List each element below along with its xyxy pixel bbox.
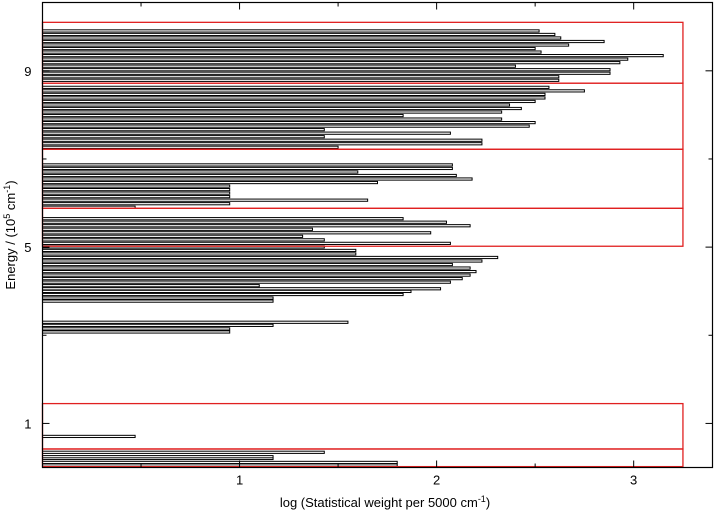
bar-5 [42,434,136,439]
bar-63 [42,92,546,97]
bar-21 [42,262,453,267]
bar-61 [42,99,536,104]
bar-62 [42,96,546,100]
bar-0 [42,463,398,467]
bar-47 [42,163,453,167]
bar-18 [42,273,471,277]
bar-53 [42,128,325,132]
x-tick-label-0: 1 [236,473,243,488]
bar-25 [42,248,357,253]
bar-55 [42,121,536,125]
bar-40 [42,188,231,192]
bar-41 [42,184,231,188]
bar-69 [42,68,611,72]
bar-27 [42,241,451,245]
plot-frame [41,1,714,469]
bar-20 [42,266,471,270]
bar-52 [42,131,451,135]
x-axis-title: log (Statistical weight per 5000 cm-1) [280,494,490,510]
bar-33 [42,220,447,224]
bar-4 [42,450,325,454]
bar-9 [42,320,349,324]
histogram-bars [42,29,664,467]
bar-19 [42,269,477,274]
bar-30 [42,231,432,235]
bar-64 [42,89,585,93]
bar-29 [42,234,304,238]
bar-51 [42,135,325,139]
x-tick-label-1: 2 [433,473,440,488]
bar-11 [42,296,274,300]
bar-67 [42,75,560,79]
bar-32 [42,224,471,228]
bar-6 [42,330,231,334]
bar-68 [42,71,611,75]
bar-65 [42,85,550,89]
bar-1 [42,460,398,465]
bar-24 [42,252,357,256]
bar-39 [42,191,231,195]
bar-7 [42,327,231,331]
bar-43 [42,177,473,181]
bar-38 [42,195,231,199]
bar-73 [42,54,664,58]
y-tick-label-1: 5 [24,240,31,255]
bar-59 [42,106,522,111]
bar-75 [42,46,536,51]
bar-23 [42,255,499,260]
bar-16 [42,280,451,284]
bar-31 [42,227,313,231]
bar-80 [42,29,540,33]
bar-79 [42,32,556,37]
bar-50 [42,138,483,142]
bar-10 [42,299,274,303]
bar-34 [42,217,404,221]
bar-12 [42,292,404,297]
y-tick-label-0: 1 [24,416,31,431]
bar-46 [42,166,453,171]
bar-17 [42,277,463,281]
x-tick-label-2: 3 [630,473,637,488]
bar-70 [42,64,516,68]
bar-77 [42,39,605,44]
bar-71 [42,61,621,65]
bar-45 [42,170,359,174]
bar-22 [42,259,483,263]
bar-3 [42,455,274,459]
bar-37 [42,198,369,202]
bar-49 [42,142,483,146]
axis-ticks: 1 2 3 1 5 9 [24,2,713,488]
bar-44 [42,173,457,178]
bar-15 [42,284,260,288]
bar-78 [42,36,562,40]
bar-57 [42,113,404,118]
bar-54 [42,124,530,128]
bar-28 [42,238,325,242]
bar-66 [42,78,560,82]
bar-36 [42,202,231,206]
bar-60 [42,103,511,107]
y-tick-label-2: 9 [24,64,31,79]
bar-13 [42,289,412,294]
bar-48 [42,145,339,149]
bar-58 [42,110,503,114]
bar-74 [42,50,542,54]
group-box-1 [41,402,684,450]
bar-42 [42,180,378,185]
bar-56 [42,117,503,121]
bar-8 [42,323,274,327]
bar-76 [42,43,570,47]
bar-72 [42,57,629,61]
y-axis-title: Energy / (105 cm-1) [2,180,18,289]
bar-14 [42,287,442,291]
